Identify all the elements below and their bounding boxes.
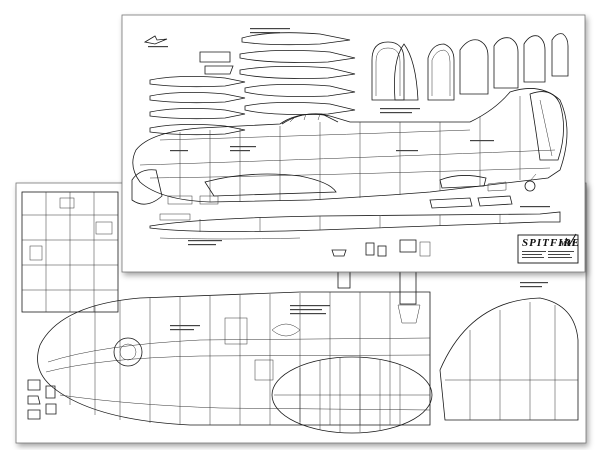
checkmark-icon — [565, 233, 577, 245]
title-block-frame — [517, 234, 579, 264]
front-sheet-fuselage-side — [132, 88, 568, 203]
front-sheet-logo-sketch — [143, 35, 168, 48]
back-sheet-tailplane — [271, 356, 433, 434]
back-sheet-small-parts — [27, 379, 57, 420]
back-sheet-rib-columns — [21, 191, 119, 313]
title-model-name: SPITFIRE — [522, 237, 580, 249]
front-sheet-rib-templates — [149, 32, 356, 136]
front-sheet-nose-parts — [131, 169, 219, 221]
title-block: SPITFIRE MkI — [517, 233, 580, 264]
front-sheet-notes — [170, 28, 550, 246]
title-mark: MkI — [559, 240, 575, 248]
front-sheet-formers — [371, 33, 569, 101]
front-sheet-paper — [121, 14, 586, 273]
front-sheet-tail-parts — [429, 175, 513, 209]
front-sheet-gear-parts — [331, 239, 431, 257]
front-sheet-fuselage-plan: SPITFIRE MkI — [121, 14, 586, 273]
front-sheet-fuselage-top — [149, 211, 561, 240]
back-sheet-fin — [439, 297, 579, 421]
back-sheet-wing-planform — [37, 291, 431, 426]
